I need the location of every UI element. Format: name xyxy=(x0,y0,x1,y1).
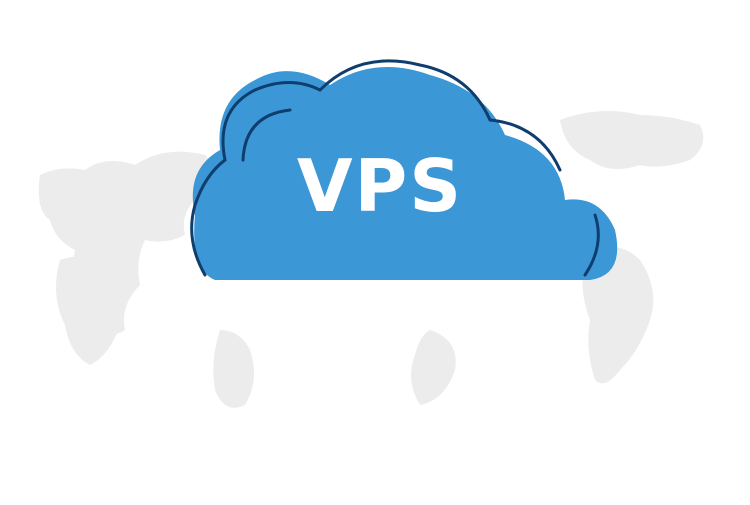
vps-title: VPS xyxy=(296,144,464,228)
main-cloud xyxy=(190,59,618,280)
world-map xyxy=(38,111,704,408)
